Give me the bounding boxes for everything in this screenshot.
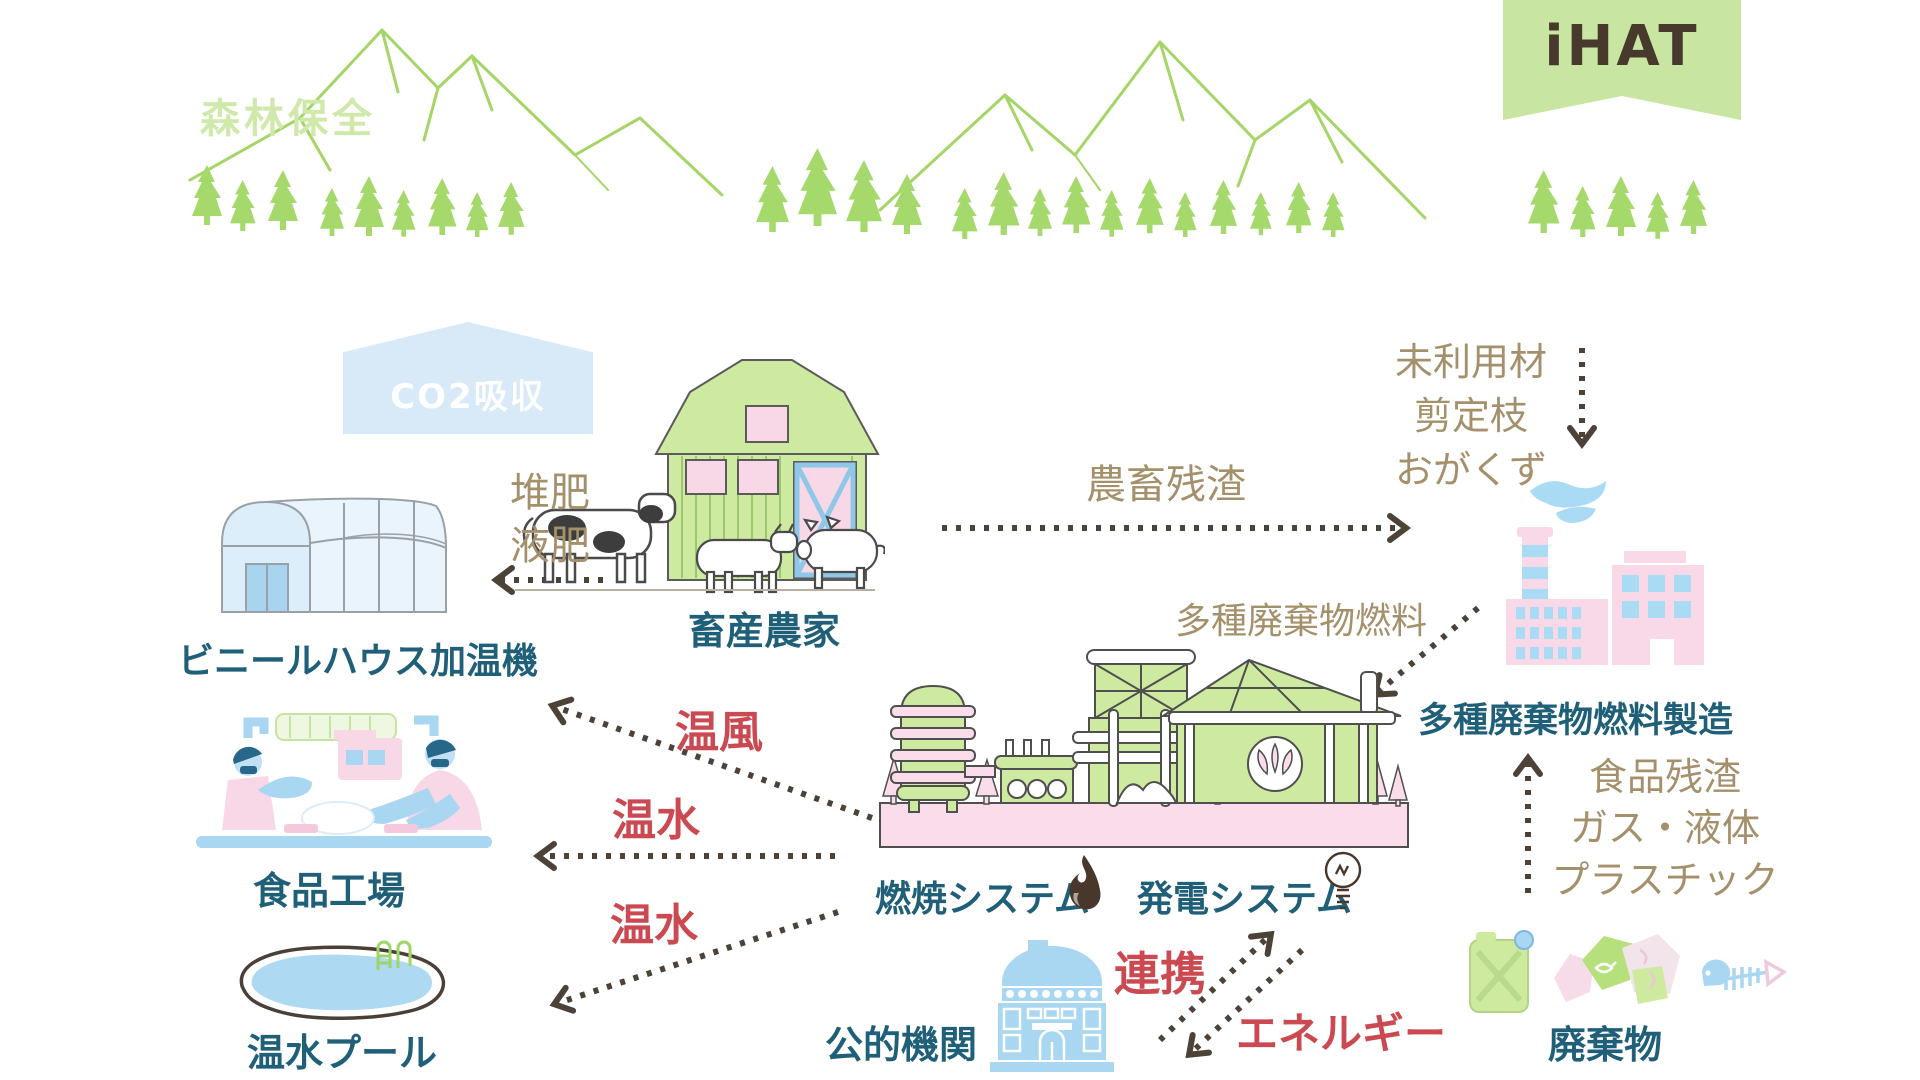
warm-water-label-1: 温水 — [612, 795, 700, 846]
ihat-logo: iHAT — [1544, 14, 1700, 79]
sawdust-label: おがくず — [1394, 447, 1547, 492]
food-residue-label: 食品残渣 — [1588, 755, 1741, 799]
greenhouse-illustration — [221, 497, 447, 613]
unused-wood-label: 未利用材 — [1394, 340, 1547, 384]
liquid-fertilizer-label: 液肥 — [510, 523, 590, 569]
jerry-can-icon — [1469, 930, 1534, 1013]
waste-inputs-label: 食品残渣 ガス・液体 プラスチック — [1545, 752, 1785, 906]
arrow-cooperation-up — [1157, 930, 1275, 1043]
pine-trees — [192, 148, 1707, 239]
food-factory-label: 食品工場 — [253, 869, 406, 913]
lightbulb-icon — [1324, 851, 1362, 910]
forest-conservation-label: 森林保全 — [200, 96, 376, 142]
public-institution-illustration — [990, 940, 1114, 1072]
mountains-forest-illustration — [188, 28, 1707, 239]
cooperation-label: 連携 — [1114, 947, 1206, 1001]
gas-liquid-label: ガス・液体 — [1569, 806, 1760, 851]
greenhouse-heater-label: ビニールハウス加温機 — [178, 641, 539, 682]
warm-water-label-2: 温水 — [610, 900, 698, 951]
warm-air-label: 温風 — [675, 707, 763, 758]
pruned-branches-label: 剪定枝 — [1413, 393, 1528, 438]
wood-inputs-label: 未利用材 剪定枝 おがくず — [1378, 336, 1564, 498]
multi-waste-fuel-label: 多種廃棄物燃料 — [1175, 601, 1428, 642]
pool-illustration — [239, 940, 446, 1020]
arrow-warm-water-to-pool — [549, 909, 839, 1014]
livestock-farm-label: 畜産農家 — [688, 609, 841, 653]
energy-plant-illustration — [879, 649, 1409, 848]
compost-label: 堆肥 — [510, 470, 590, 516]
crumpled-trash-icon — [1554, 934, 1680, 1004]
flame-icon — [1069, 855, 1101, 910]
waste-label: 廃棄物 — [1548, 1023, 1663, 1067]
pool-ladder — [376, 940, 412, 970]
fish-bone-icon — [1702, 958, 1788, 990]
public-institution-label: 公的機関 — [825, 1023, 978, 1067]
barn-illustration — [654, 359, 880, 581]
fuel-manufacturing-label: 多種廃棄物燃料製造 — [1418, 701, 1734, 741]
heated-pool-label: 温水プール — [247, 1031, 438, 1075]
livestock-animals-illustration — [515, 492, 885, 594]
leaf-icon — [1257, 742, 1293, 776]
food-factory-illustration — [196, 713, 492, 848]
agri-residue-label: 農畜残渣 — [1086, 462, 1246, 508]
energy-label: エネルギー — [1236, 1009, 1447, 1058]
ihat-logo-banner: iHAT — [1503, 0, 1741, 120]
plastic-label: プラスチック — [1551, 857, 1779, 902]
co2-absorption-label: CO2吸収 — [390, 377, 546, 417]
fuel-factory-illustration — [1506, 481, 1704, 665]
combustion-system-label: 燃焼システム — [875, 879, 1090, 920]
power-system-label: 発電システム — [1137, 879, 1352, 920]
waste-illustration — [1469, 930, 1788, 1013]
